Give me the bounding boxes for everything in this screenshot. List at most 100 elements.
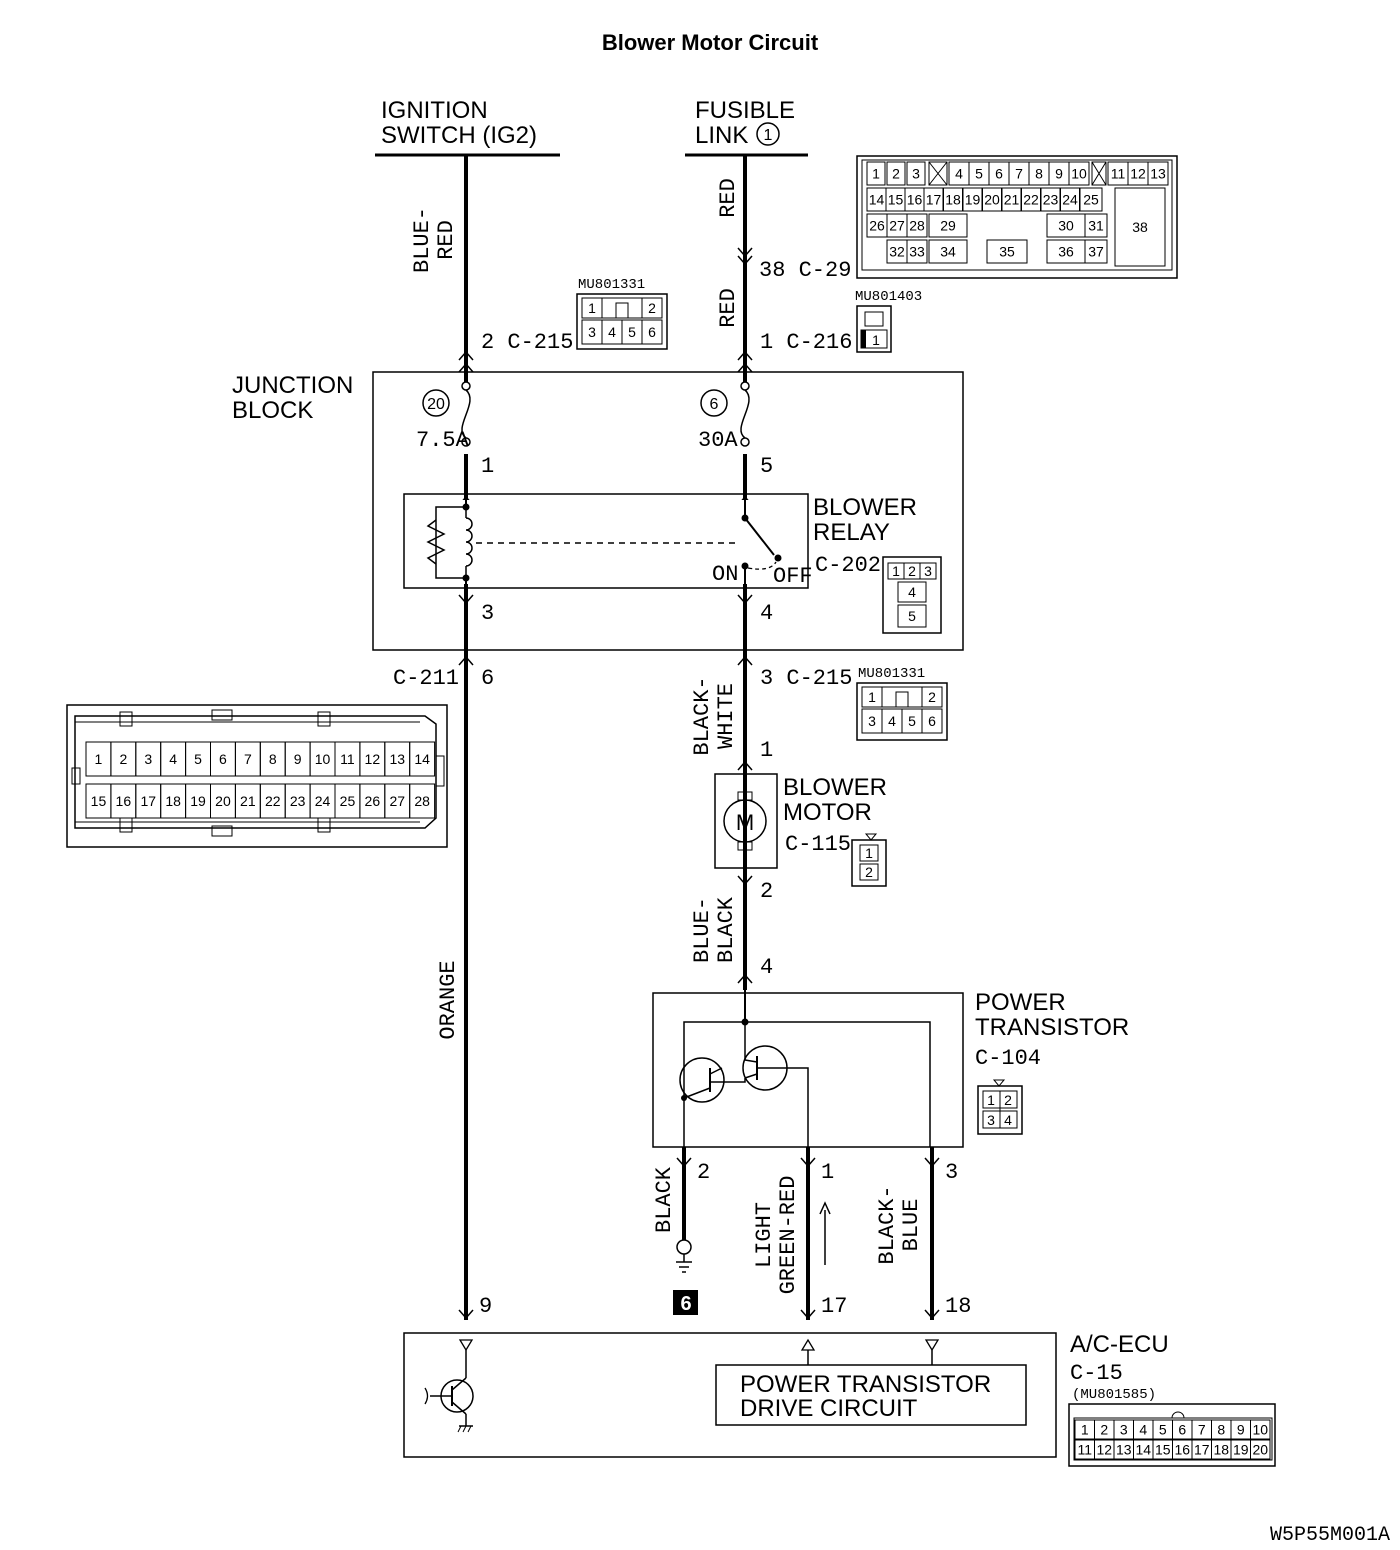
connector-pin-cell <box>409 741 436 777</box>
connector-c202-icon: 1 2 3 4 5 <box>882 556 942 634</box>
connector-pin-label: 11 <box>1077 1442 1092 1458</box>
connector-pin-label: 30 <box>1058 218 1074 234</box>
fuse-6-rating: 30A <box>698 428 738 453</box>
connector-pin-cell <box>928 213 968 238</box>
connector-pin-cell <box>906 161 926 186</box>
wire-black-blue-2: BLUE <box>899 1199 924 1252</box>
wire-blue-black-1: BLUE- <box>690 897 715 963</box>
connector-pin-label: 38 <box>1132 219 1148 235</box>
connector-pin-label: 8 <box>1217 1422 1225 1438</box>
connector-pin-cell <box>1250 1439 1271 1460</box>
connector-pin-label: 20 <box>1252 1442 1268 1458</box>
connector-pin-label: 1 <box>95 751 103 767</box>
connector-pin-label: 18 <box>165 793 181 809</box>
connector-pin-label: 19 <box>1233 1442 1249 1458</box>
connector-pin-label: 3 <box>912 166 920 182</box>
connector-pin-label: 8 <box>269 751 277 767</box>
drive-circuit-label-2: DRIVE CIRCUIT <box>740 1395 918 1422</box>
connector-pin-label: 28 <box>909 218 925 234</box>
connector-pin-cell <box>1114 187 1166 267</box>
connector-pin-label: 12 <box>1130 166 1146 182</box>
connector-pin-label: 37 <box>1088 244 1104 260</box>
connector-pin-label: 13 <box>1116 1442 1132 1458</box>
connector-pin-label: 14 <box>1135 1442 1151 1458</box>
svg-text:2: 2 <box>1004 1092 1012 1108</box>
connector-pin-label: 8 <box>1035 166 1043 182</box>
wire-red-lower: RED <box>716 288 741 328</box>
fuse-20-number: 20 <box>427 396 445 413</box>
svg-text:4: 4 <box>608 324 616 340</box>
ecu-pin-9: 9 <box>479 1294 492 1319</box>
connector-pin-label: 16 <box>116 793 132 809</box>
fuse-6-number: 6 <box>710 396 719 413</box>
svg-text:5: 5 <box>628 324 636 340</box>
pt-pin-4: 4 <box>760 955 773 980</box>
connector-pin-label: 2 <box>119 751 127 767</box>
connector-pin-label: 28 <box>414 793 430 809</box>
mu801403-label: MU801403 <box>855 289 922 305</box>
svg-text:4: 4 <box>908 584 916 600</box>
drive-circuit-label-1: POWER TRANSISTOR <box>740 1371 991 1398</box>
svg-text:2: 2 <box>928 689 936 705</box>
connector-pin-label: 18 <box>1213 1442 1229 1458</box>
ecu-pin-18: 18 <box>945 1294 971 1319</box>
conn-c215-mid-label: 3 C-215 <box>760 666 852 691</box>
connector-pin-cell <box>906 239 928 264</box>
connector-pin-label: 4 <box>169 751 177 767</box>
connector-pin-cell <box>928 239 968 264</box>
connector-pin-label: 9 <box>294 751 302 767</box>
connector-c216-icon: 1 <box>856 305 892 353</box>
connector-pin-label: 6 <box>995 166 1003 182</box>
connector-pin-label: 25 <box>340 793 356 809</box>
mu801331-mid-label: MU801331 <box>858 666 925 682</box>
connector-pin-label: 17 <box>140 793 156 809</box>
connector-pin-label: 1 <box>872 166 880 182</box>
mu801585-label: (MU801585) <box>1072 1387 1156 1403</box>
ground-icon <box>673 1239 698 1315</box>
transistor-pair-symbol <box>679 990 931 1147</box>
connector-c215-top-icon: 1 2 3 4 5 6 <box>576 293 668 350</box>
svg-text:3: 3 <box>924 563 932 579</box>
connector-pin-label: 5 <box>1159 1422 1167 1438</box>
svg-text:1: 1 <box>892 563 900 579</box>
connector-pin-label: 7 <box>244 751 252 767</box>
connector-pin-label: 11 <box>1111 166 1126 182</box>
connector-pin-cell <box>1147 161 1169 186</box>
svg-text:1: 1 <box>987 1092 995 1108</box>
svg-text:5: 5 <box>908 713 916 729</box>
connector-pin-label: 20 <box>215 793 231 809</box>
connector-pin-label: 19 <box>190 793 206 809</box>
connector-pin-label: 25 <box>1083 192 1099 208</box>
svg-text:1: 1 <box>868 689 876 705</box>
mu801331-top-label: MU801331 <box>578 277 645 293</box>
drive-circuit-box <box>715 1364 1027 1426</box>
connector-pin-cell <box>886 161 906 186</box>
connector-pin-label: 6 <box>1178 1422 1186 1438</box>
svg-text:1: 1 <box>588 300 596 316</box>
connector-pin-label: 27 <box>889 218 905 234</box>
connector-pin-label: 6 <box>219 751 227 767</box>
connector-pin-label: 15 <box>91 793 107 809</box>
blower-relay-switch <box>735 494 785 588</box>
fuse-20-rating: 7.5A <box>416 428 470 453</box>
ecu-transistor-icon <box>424 1377 474 1433</box>
fuse-20-number-circle <box>422 389 450 417</box>
conn-c29-label: 38 C-29 <box>759 258 851 283</box>
fusible-label-1: FUSIBLE <box>695 97 795 124</box>
connector-pin-label: 10 <box>315 751 331 767</box>
signal-direction-arrow <box>819 1201 831 1265</box>
connector-pin-label: 35 <box>999 244 1015 260</box>
jb-pin-4: 4 <box>760 601 773 626</box>
connector-pin-label: 16 <box>907 192 923 208</box>
connector-pin-label: 21 <box>240 793 256 809</box>
pt-pin-2: 2 <box>697 1160 710 1185</box>
connector-pin-cell <box>928 161 948 186</box>
blower-relay-coil <box>426 494 770 588</box>
wire-lgr-2: GREEN-RED <box>776 1176 801 1295</box>
connector-pin-label: 33 <box>909 244 925 260</box>
connector-pin-label: 12 <box>1096 1442 1112 1458</box>
conn-c216-label: 1 C-216 <box>760 330 852 355</box>
